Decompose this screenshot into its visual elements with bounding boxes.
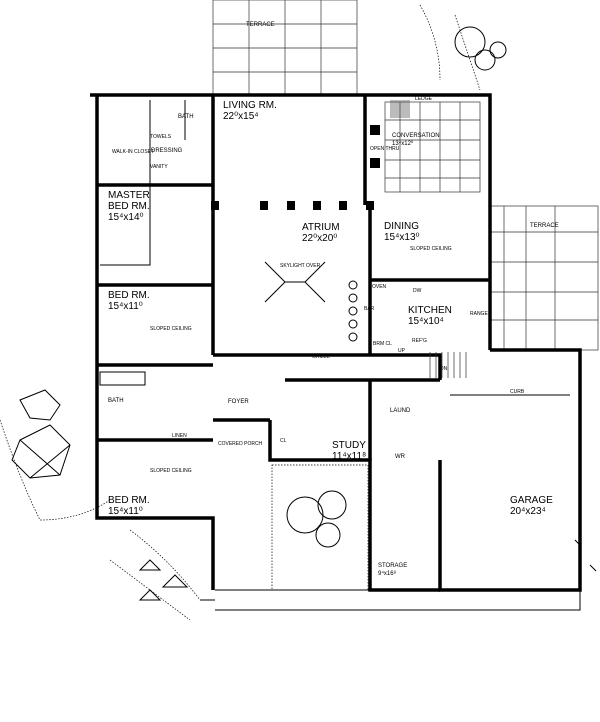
kitchen-size: 15⁴x10⁴ <box>408 316 444 327</box>
atrium-columns <box>211 125 380 210</box>
master-bed-label: MASTER <box>108 190 150 201</box>
grille-label: GRILLE <box>312 354 330 360</box>
laundry-label: LAUND <box>390 408 411 414</box>
covered-porch-label: COVERED PORCH <box>218 441 263 447</box>
storage-size: 9⁴x16⁸ <box>378 570 397 577</box>
stair-down-label: DN <box>440 366 448 372</box>
dw-label: DW <box>413 288 422 294</box>
dining-size: 15⁴x13⁰ <box>384 232 420 243</box>
terrace-top-label: TERRACE <box>246 22 275 28</box>
terrace-top <box>212 0 358 96</box>
master-bed-label-2: BED RM. <box>108 201 150 212</box>
study-label: STUDY <box>332 440 366 451</box>
open-thru-label: OPEN THRU <box>370 146 400 152</box>
skylight-label: SKYLIGHT OVER <box>280 263 321 269</box>
kitchen-label: KITCHEN <box>408 305 452 316</box>
range-label: RANGE <box>470 311 488 317</box>
conversation-size: 13⁴x12⁰ <box>392 140 414 147</box>
foyer-label: FOYER <box>228 399 249 405</box>
atrium-size: 22⁰x20⁰ <box>302 233 337 244</box>
bath-label: BATH <box>108 398 124 404</box>
vanity-label: VANITY <box>150 164 168 170</box>
dressing-label: DRESSING <box>151 148 183 154</box>
living-room-label: LIVING RM. <box>223 100 277 111</box>
bedroom-1-label: BED RM. <box>108 290 150 301</box>
conversation-label: CONVERSATION <box>392 133 440 139</box>
dining-label: DINING <box>384 221 419 232</box>
curb-label: CURB <box>510 389 525 395</box>
storage-label: STORAGE <box>378 563 407 569</box>
bedroom-2-size: 15⁴x11⁰ <box>108 506 143 517</box>
broom-closet-label: BRM CL <box>373 341 392 347</box>
oven-label: OVEN <box>372 284 387 290</box>
stairs <box>429 352 467 378</box>
bed2-sloped-ceiling: SLOPED CEILING <box>150 468 192 474</box>
bedroom-1-size: 15⁴x11⁰ <box>108 301 143 312</box>
bar-stools <box>348 280 358 342</box>
terrace-right-label: TERRACE <box>530 223 559 229</box>
study-size: 11⁴x11⁸ <box>332 451 366 462</box>
dining-sloped-ceiling: SLOPED CEILING <box>410 246 452 252</box>
bed1-sloped-ceiling: SLOPED CEILING <box>150 326 192 332</box>
walls <box>90 93 582 611</box>
wr-label: WR <box>395 454 406 460</box>
refg-label: REF'G <box>412 338 427 344</box>
linen-label: LINEN <box>172 433 187 439</box>
landscaping <box>0 4 597 621</box>
towels-label: TOWELS <box>150 134 172 140</box>
master-bath-label: BATH <box>178 114 194 120</box>
bar-label: BAR <box>364 306 375 312</box>
garage-size: 20⁴x23⁴ <box>510 506 546 517</box>
walk-in-closet-label: WALK-IN CLOSET <box>112 149 154 155</box>
skylight-lines <box>264 261 326 303</box>
master-bed-size: 15⁴x14⁰ <box>108 212 144 223</box>
stair-up-label: UP <box>398 348 406 354</box>
bedroom-2-label: BED RM. <box>108 495 150 506</box>
atrium-label: ATRIUM <box>302 222 340 233</box>
ledge-label: LEDGE <box>415 96 433 102</box>
study-closet-label: CL <box>280 438 287 444</box>
conversation-pit <box>384 100 481 193</box>
living-room-size: 22⁰x15⁴ <box>223 111 259 122</box>
garage-label: GARAGE <box>510 495 553 506</box>
